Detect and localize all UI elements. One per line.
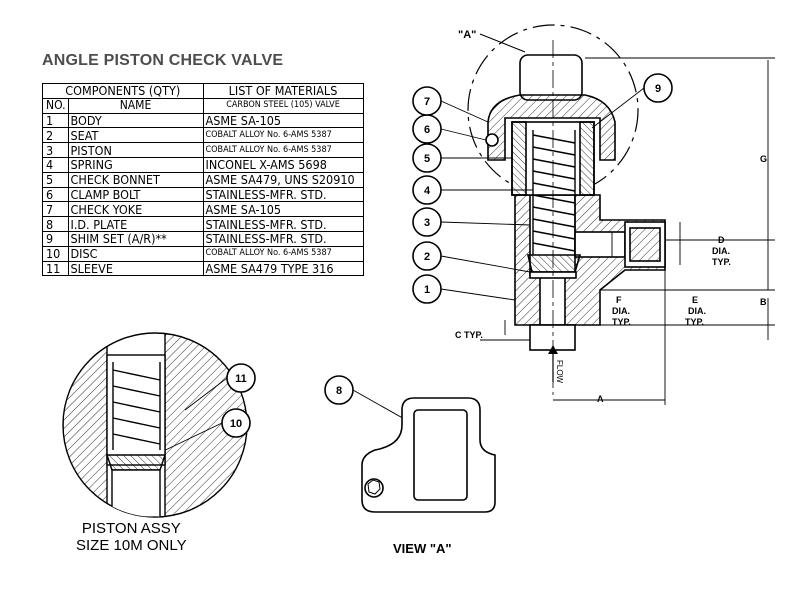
dim-c: C TYP. [455, 330, 483, 340]
callout-4: 4 [412, 175, 442, 205]
callout-number: 5 [424, 153, 430, 165]
row-name: CHECK BONNET [67, 171, 204, 188]
row-name: CHECK YOKE [67, 201, 204, 218]
callout-7: 7 [412, 86, 442, 116]
spring [532, 130, 576, 255]
callout-number: 8 [336, 385, 342, 397]
page-title: ANGLE PISTON CHECK VALVE [42, 52, 284, 69]
piston-assy-caption-line1: PISTON ASSY [81, 520, 181, 537]
dim-a: A [597, 394, 604, 404]
flow-label: FLOW [555, 360, 564, 384]
callout-2: 2 [412, 241, 442, 271]
callout-8: 8 [324, 375, 354, 405]
callout-number: 11 [235, 373, 247, 385]
row-material: STAINLESS-MFR. STD. [202, 186, 364, 203]
piston-assy-caption: PISTON ASSY SIZE 10M ONLY [76, 520, 187, 554]
table-header-row: COMPONENTS (QTY) LIST OF MATERIALS [42, 83, 364, 99]
view-a-marker: "A" [458, 29, 476, 41]
callout-number: 3 [424, 217, 430, 229]
row-material: STAINLESS-MFR. STD. [202, 230, 364, 247]
dim-g: G [760, 154, 767, 164]
check-yoke [487, 94, 616, 161]
valve-section-view: FLOW [467, 24, 666, 395]
piston [526, 254, 582, 273]
callout-number: 6 [424, 124, 430, 136]
dim-d-line3: TYP. [712, 257, 731, 267]
callout-11: 11 [226, 363, 256, 393]
row-name: SEAT [67, 127, 204, 144]
dim-d-line1: D [718, 235, 725, 245]
row-material: INCONEL X-AMS 5698 [202, 156, 364, 173]
dim-e-line1: E [692, 295, 698, 305]
id-plate [413, 409, 468, 501]
clamp-bolt [485, 133, 499, 147]
inlet-bore [539, 274, 566, 326]
callout-number: 4 [424, 185, 431, 197]
row-no: 10 [42, 245, 69, 262]
dim-e-line2: DIA. [688, 306, 706, 316]
no-header: NO. [42, 97, 69, 114]
row-name: SLEEVE [67, 260, 204, 277]
callout-3: 3 [412, 207, 442, 237]
view-a-drawing [361, 397, 496, 513]
dim-e-line3: TYP. [685, 317, 704, 327]
callout-number: 2 [424, 251, 430, 263]
dim-d-line2: DIA. [712, 246, 730, 256]
callout-number: 1 [424, 284, 430, 296]
callout-10: 10 [221, 408, 251, 438]
dim-f-line2: DIA. [612, 306, 630, 316]
table-subheader-row: NO. NAME CARBON STEEL (105) VALVE [42, 97, 364, 114]
outlet-bore [574, 231, 626, 258]
materials-header: LIST OF MATERIALS [202, 83, 364, 99]
callout-bubbles: 1 2 3 4 5 6 7 8 9 10 11 [221, 73, 673, 438]
piston-assy-caption-line2: SIZE 10M ONLY [76, 537, 187, 554]
row-name: CLAMP BOLT [67, 186, 204, 203]
callout-9: 9 [643, 73, 673, 103]
row-name: BODY [67, 112, 204, 129]
view-a-caption: VIEW "A" [393, 541, 452, 556]
callout-number: 10 [230, 418, 242, 430]
dim-b: B [760, 297, 767, 307]
row-material: ASME SA479, UNS S20910 [202, 171, 364, 188]
top-cap [519, 54, 583, 101]
row-material: ASME SA479 TYPE 316 [202, 260, 364, 277]
callout-number: 7 [424, 96, 430, 108]
dimension-lines [480, 57, 775, 405]
callout-5: 5 [412, 143, 442, 173]
callout-6: 6 [412, 114, 442, 144]
dim-f-line3: TYP. [612, 317, 631, 327]
dimension-labels: G B A C TYP. D DIA. TYP. E DIA. TYP. F D… [455, 154, 767, 404]
row-no: 11 [42, 260, 69, 277]
dim-f-line1: F [616, 295, 622, 305]
callout-1: 1 [412, 274, 442, 304]
bill-of-materials-table: COMPONENTS (QTY) LIST OF MATERIALS NO. N… [42, 83, 364, 277]
callout-number: 9 [655, 83, 661, 95]
row-name: I.D. PLATE [67, 216, 204, 232]
